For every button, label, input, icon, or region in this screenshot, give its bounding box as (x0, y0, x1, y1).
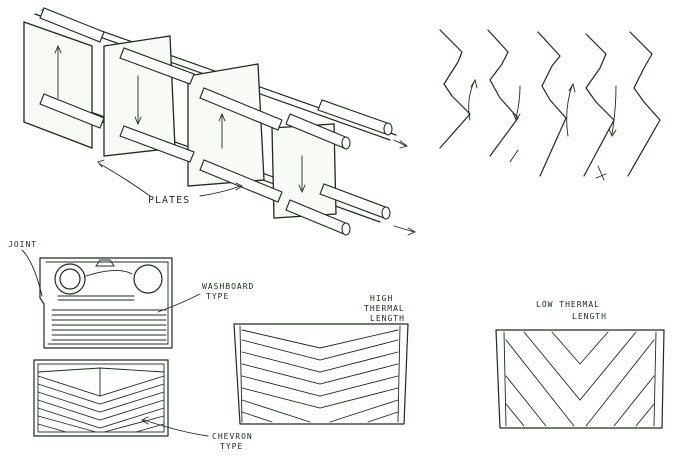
zigzag-flow-channels (439, 29, 661, 181)
low-thermal-label-line2: LENGTH (572, 312, 607, 321)
high-thermal-length-plate (233, 323, 409, 425)
washboard-label-line2: TYPE (206, 292, 230, 301)
chevron-label-line2: TYPE (220, 442, 244, 451)
high-thermal-label-line3: LENGTH (370, 314, 405, 323)
plate-stack-rods-front (39, 7, 393, 236)
chevron-label-line1: CHEVRON (212, 432, 253, 441)
outlet-arrows (393, 139, 417, 236)
plate-flow-arrows (54, 44, 306, 194)
washboard-label-line1: WASHBOARD (202, 282, 255, 291)
joint-label: JOINT (8, 240, 38, 249)
low-thermal-label-line1: LOW THERMAL (536, 300, 600, 309)
plates-label: PLATES (148, 195, 191, 206)
high-thermal-label-line2: THERMAL (364, 304, 405, 313)
plate-stack-assembly (23, 7, 417, 236)
low-thermal-length-plate (495, 329, 665, 429)
washboard-plate (21, 249, 201, 349)
high-thermal-label-line1: HIGH (370, 294, 394, 303)
chevron-plate-small (33, 359, 209, 437)
plate-3 (187, 63, 265, 187)
plates-leader-lines (97, 159, 243, 197)
